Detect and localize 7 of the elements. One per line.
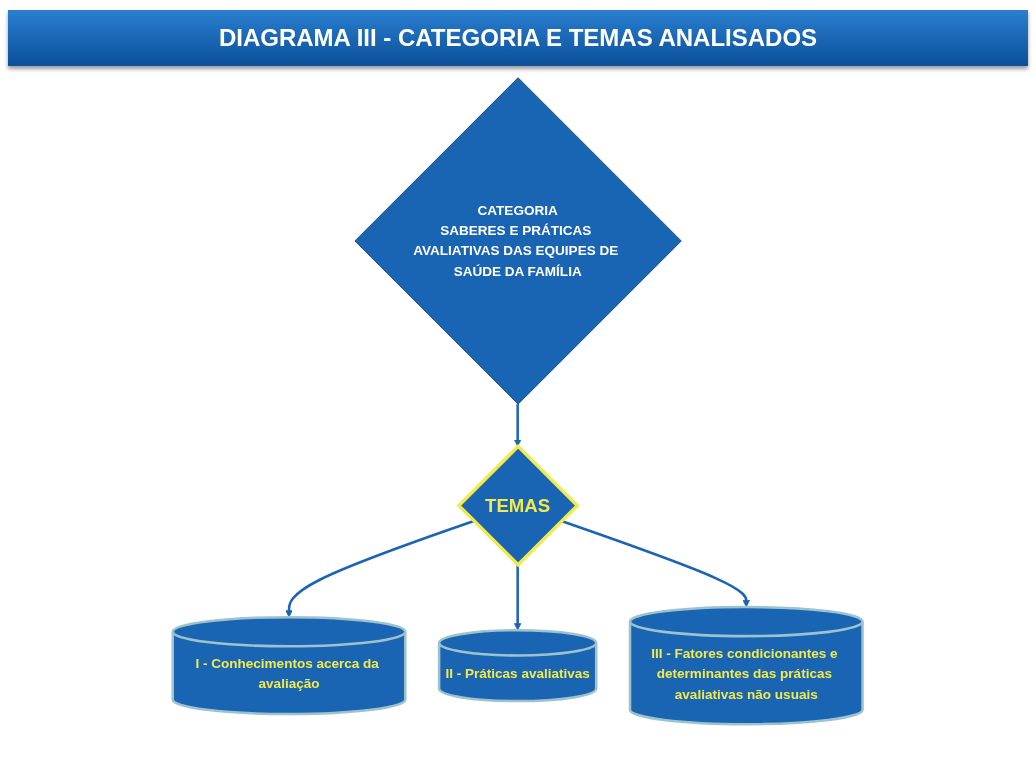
title-banner: DIAGRAMA III - CATEGORIA E TEMAS ANALISADOS [8,10,1028,66]
arrow [561,519,751,608]
node-diamond: TEMAS [456,444,580,568]
arrow [285,519,475,618]
node-diamond: CATEGORIA SABERES E PRÁTICAS AVALIATIVAS DAS EQUIPES DE SAÚDE DA FAMÍLIA [354,77,683,405]
arrow [514,564,522,631]
arrow [514,404,522,447]
